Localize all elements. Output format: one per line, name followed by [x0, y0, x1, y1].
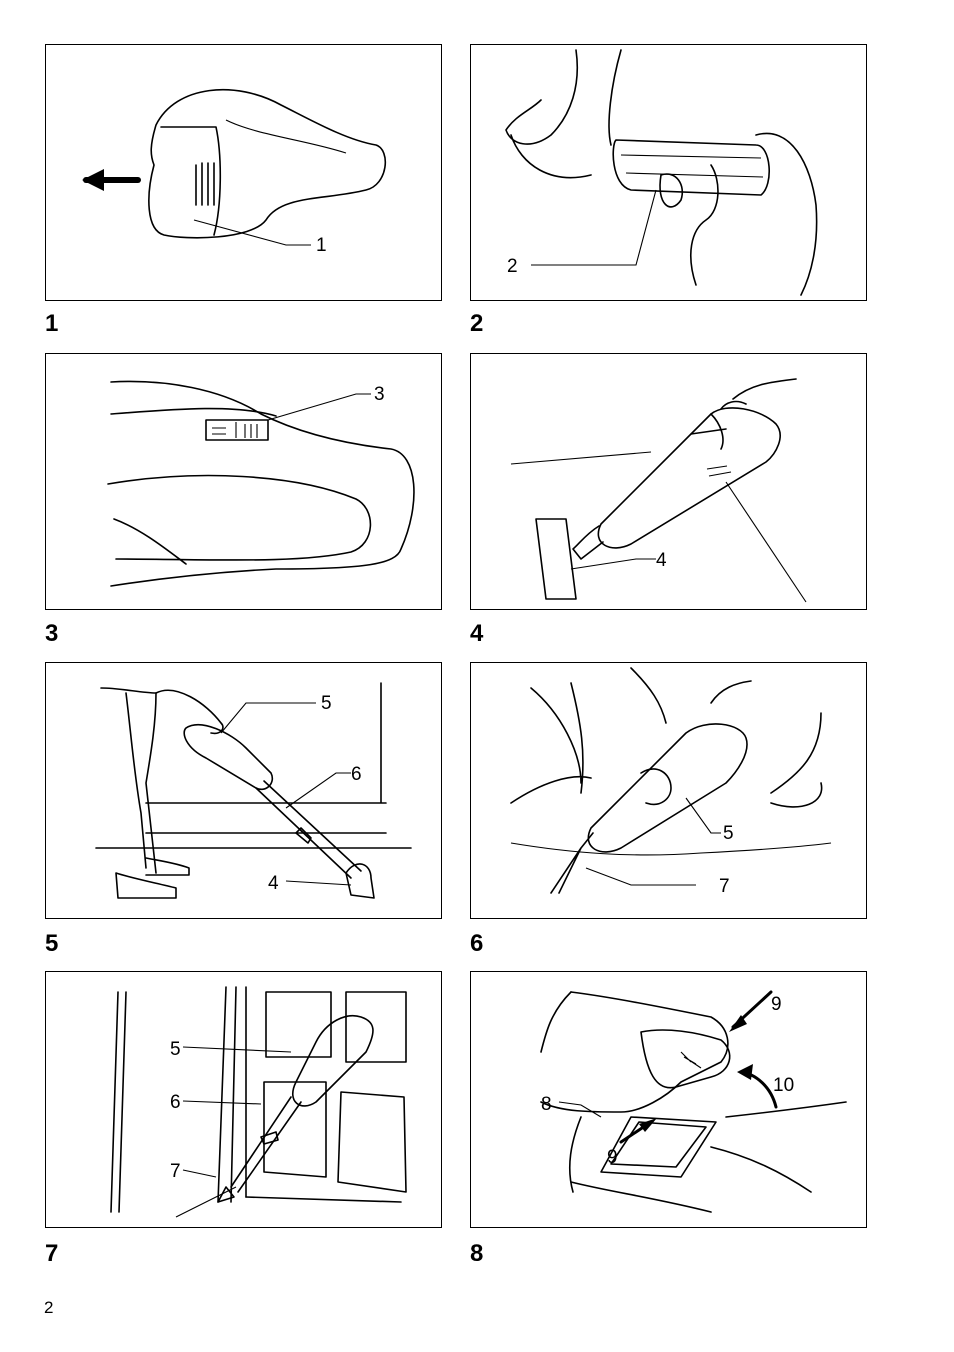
figure-4-panel: 4	[470, 353, 867, 610]
callout-1: 1	[316, 235, 327, 256]
figure-number-4: 4	[470, 622, 483, 646]
figure-number-6: 6	[470, 932, 483, 956]
figure-2-panel: 2	[470, 44, 867, 301]
figure-1-illustration: 1	[46, 45, 443, 302]
callout-6c: 6	[170, 1092, 181, 1113]
callout-5a: 5	[321, 693, 332, 714]
callout-4: 4	[656, 550, 667, 571]
figure-5-panel: 5 6 4	[45, 662, 442, 919]
callout-9b: 9	[607, 1147, 618, 1168]
figure-6-panel: 5 7	[470, 662, 867, 919]
figure-number-1: 1	[45, 312, 58, 336]
callout-8: 8	[541, 1094, 552, 1115]
figure-4-illustration: 4	[471, 354, 868, 611]
figure-1-panel: 1	[45, 44, 442, 301]
callout-2: 2	[507, 256, 518, 277]
figure-number-5: 5	[45, 932, 58, 956]
figure-7-panel: 5 6 7	[45, 971, 442, 1228]
figure-8-illustration: 9 10 8 9	[471, 972, 868, 1229]
figure-number-8: 8	[470, 1242, 483, 1266]
figure-number-3: 3	[45, 622, 58, 646]
figure-number-2: 2	[470, 312, 483, 336]
figure-6-illustration: 5 7	[471, 663, 868, 920]
figure-3-panel: 3	[45, 353, 442, 610]
figure-8-panel: 9 10 8 9	[470, 971, 867, 1228]
page-number: 2	[44, 1298, 53, 1318]
figure-2-illustration: 2	[471, 45, 868, 302]
callout-9a: 9	[771, 994, 782, 1015]
callout-3: 3	[374, 384, 385, 405]
callout-7c: 7	[170, 1161, 181, 1182]
figure-5-illustration: 5 6 4	[46, 663, 443, 920]
figure-3-illustration: 3	[46, 354, 443, 611]
callout-5c: 5	[170, 1039, 181, 1060]
figure-number-7: 7	[45, 1242, 58, 1266]
callout-6a: 6	[351, 764, 362, 785]
figure-7-illustration: 5 6 7	[46, 972, 443, 1229]
callout-7b: 7	[719, 876, 730, 897]
callout-5b: 5	[723, 823, 734, 844]
callout-4a: 4	[268, 873, 279, 894]
callout-10: 10	[773, 1075, 794, 1096]
